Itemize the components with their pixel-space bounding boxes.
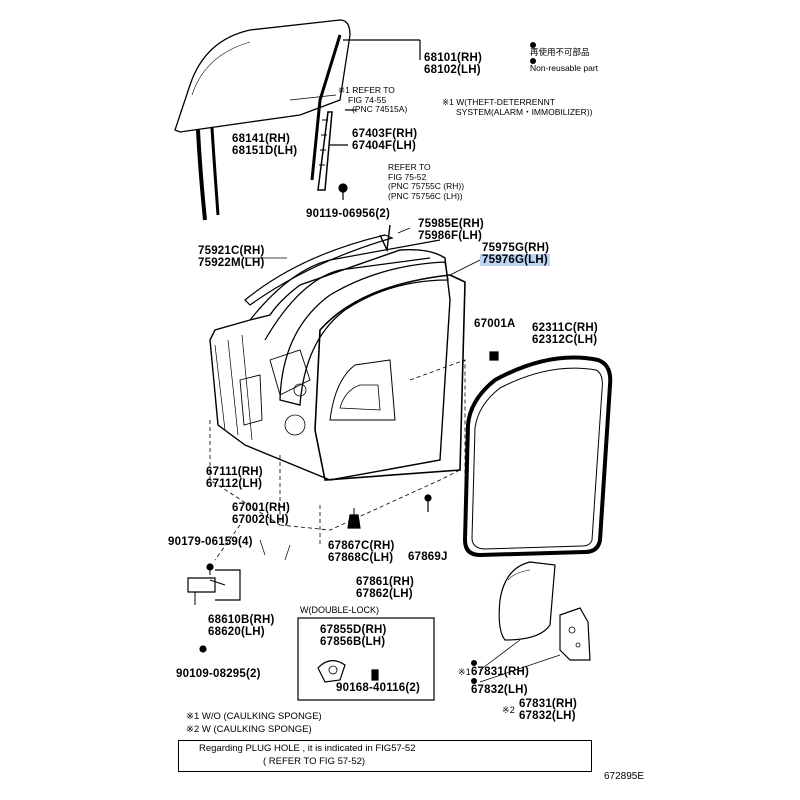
- plug-hole-note: Regarding PLUG HOLE , it is indicated in…: [178, 740, 592, 772]
- dot-icon: [530, 57, 536, 64]
- part-label-67001[interactable]: 67001(RH)67002(LH): [232, 502, 291, 526]
- part-label-67001a[interactable]: 67001A: [474, 318, 516, 330]
- door-weatherstrip: [462, 355, 613, 558]
- belt-moulding: [244, 234, 394, 306]
- part-label-90119[interactable]: 90119-06956(2): [306, 208, 391, 220]
- dot-icon: [470, 678, 477, 684]
- part-label-67111[interactable]: 67111(RH)67112(LH): [206, 466, 263, 490]
- part-label-68610[interactable]: 68610B(RH)68620(LH): [208, 614, 275, 638]
- legend: 再使用不可部品 Non-reusable part: [530, 42, 598, 73]
- inner-frame: [279, 261, 449, 406]
- ref-fig-74-55: ※1 REFER TO FIG 74-55 (PNC 74515A): [338, 85, 408, 114]
- part-label-75975[interactable]: 75975G(RH) 75976G(LH): [480, 242, 550, 266]
- glass-run: [196, 129, 207, 221]
- theft-deterrent-note: ※1 W(THEFT-DETERRENNT SYSTEM(ALARM・IMMOB…: [442, 97, 593, 117]
- legend-jp: 再使用不可部品: [530, 47, 590, 57]
- door-glass: [174, 19, 351, 133]
- dot-icon: [470, 660, 477, 666]
- caulking-sponge: [498, 561, 556, 641]
- highlighted-part-number: 75976G(LH): [480, 254, 550, 266]
- footnote-1: ※1 W/O (CAULKING SPONGE): [186, 711, 322, 722]
- part-label-67861[interactable]: 67861(RH)67862(LH): [356, 576, 415, 600]
- ref-fig-75-52: REFER TO FIG 75-52 (PNC 75755C (RH)) (PN…: [388, 162, 465, 201]
- figure-number: 672895E: [604, 771, 645, 782]
- part-label-67831-w-sponge[interactable]: ※2 67831(RH) 67832(LH): [502, 698, 578, 722]
- double-lock-box: [297, 617, 435, 701]
- part-label-75985[interactable]: 75985E(RH)75986F(LH): [418, 218, 484, 242]
- door-panel: [209, 248, 451, 481]
- part-label-90109[interactable]: 90109-08295(2): [176, 668, 261, 680]
- part-label-67831-w-o-sponge[interactable]: ※1 67831(RH) 67832(LH): [458, 660, 529, 696]
- part-label-90168[interactable]: 90168-40116(2): [336, 682, 421, 694]
- part-label-75921[interactable]: 75921C(RH)75922M(LH): [198, 245, 265, 269]
- part-label-68141[interactable]: 68141(RH)68151D(LH): [232, 133, 298, 157]
- door-hinge: [187, 577, 216, 593]
- legend-en: Non-reusable part: [530, 62, 599, 73]
- part-label-67869[interactable]: 67869J: [408, 551, 448, 563]
- part-label-67855[interactable]: 67855D(RH)67856B(LH): [320, 624, 387, 648]
- dot-icon: [530, 42, 536, 48]
- division-bar: [317, 111, 333, 191]
- footnote-2: ※2 W (CAULKING SPONGE): [186, 724, 312, 735]
- part-label-68101[interactable]: 68101(RH)68102(LH): [424, 52, 483, 76]
- part-label-67403[interactable]: 67403F(RH)67404F(LH): [352, 128, 418, 152]
- part-label-67867[interactable]: 67867C(RH)67868C(LH): [328, 540, 395, 564]
- part-label-62311[interactable]: 62311C(RH)62312C(LH): [532, 322, 598, 346]
- double-lock-note: W(DOUBLE-LOCK): [300, 605, 380, 615]
- sealing-plate: [559, 607, 591, 661]
- part-label-90179[interactable]: 90179-06159(4): [168, 536, 253, 548]
